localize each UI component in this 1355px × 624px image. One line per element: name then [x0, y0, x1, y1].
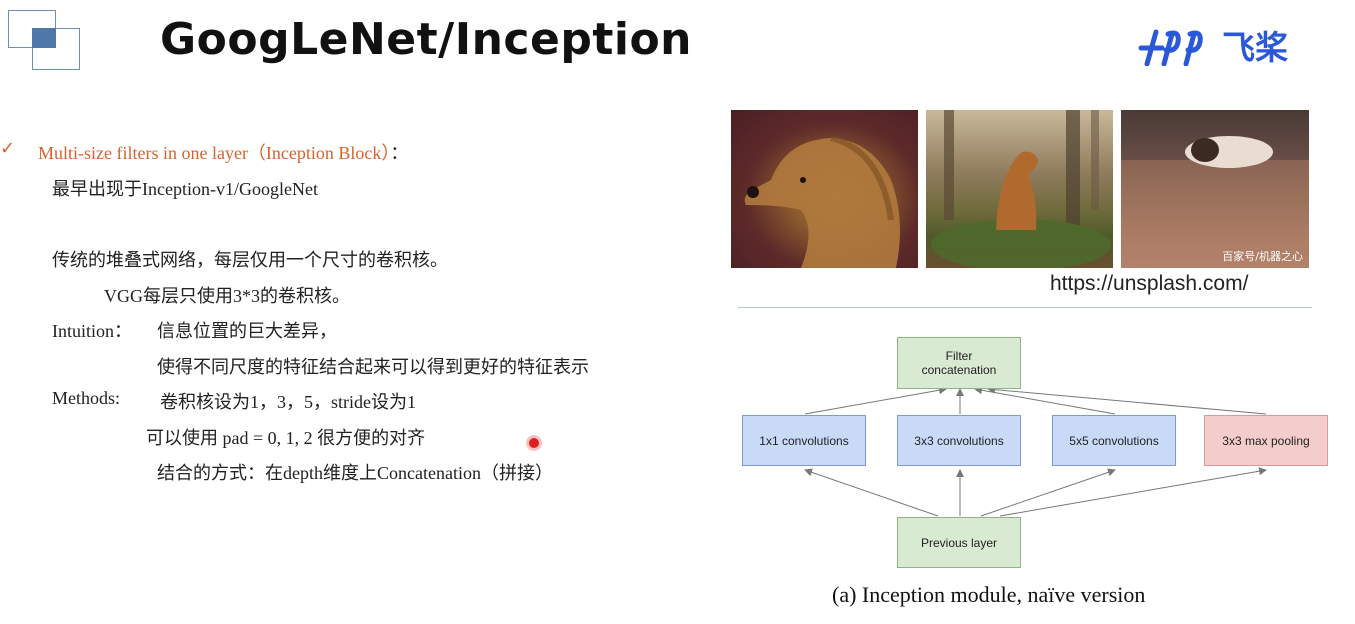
photo-dog-in-forest [926, 110, 1113, 268]
previous-layer-box: Previous layer [897, 517, 1021, 568]
bullet-heading-text: Multi-size filters in one layer（Inceptio… [38, 143, 391, 163]
image-source-url: https://unsplash.com/ [1050, 272, 1249, 295]
arrow-5x5-to-concat [974, 386, 1116, 415]
methods-line-3: 结合的方式：在depth维度上Concatenation（拼接） [157, 463, 553, 483]
diagram-caption: (a) Inception module, naïve version [832, 582, 1146, 607]
decor-square-fill [32, 28, 56, 48]
intuition-line-1: 信息位置的巨大差异， [157, 321, 337, 341]
image-watermark: 百家号/机器之心 [1222, 250, 1303, 263]
conv-5x5-box: 5x5 convolutions [1052, 415, 1176, 466]
section-divider [738, 307, 1312, 308]
previous-layer-label: Previous layer [920, 535, 998, 550]
paddle-logo-icon [1138, 29, 1203, 66]
bullet-heading: Multi-size filters in one layer（Inceptio… [38, 139, 408, 165]
filter-concatenation-box: Filter concatenation [897, 337, 1021, 389]
laser-pointer-dot [529, 438, 539, 448]
arrow-pool-to-concat [987, 385, 1267, 415]
conv-5x5-label: 5x5 convolutions [1069, 433, 1159, 448]
checkmark-icon: ✓ [0, 138, 16, 159]
arrow-prev-to-5x5 [980, 468, 1116, 517]
text-line-1: 最早出现于Inception-v1/GoogleNet [52, 179, 318, 199]
conv-1x1-label: 1x1 convolutions [759, 433, 849, 448]
slide-title: GoogLeNet/Inception [160, 14, 692, 65]
arrow-prev-to-pool [999, 467, 1267, 517]
arrow-prev-to-1x1 [804, 468, 939, 517]
logo-text: 飞桨 [1222, 28, 1288, 67]
max-pool-box: 3x3 max pooling [1204, 415, 1328, 466]
max-pool-label: 3x3 max pooling [1222, 433, 1310, 448]
text-line-2: 传统的堆叠式网络，每层仅用一个尺寸的卷积核。 [52, 250, 448, 270]
conv-3x3-label: 3x3 convolutions [914, 433, 1004, 448]
intuition-line-2: 使得不同尺度的特征结合起来可以得到更好的特征表示 [157, 357, 589, 377]
conv-1x1-box: 1x1 convolutions [742, 415, 866, 466]
methods-line-1: 卷积核设为1，3，5，stride设为1 [160, 392, 416, 412]
arrow-1x1-to-concat [804, 386, 947, 415]
bullet-heading-colon: ： [390, 143, 409, 163]
filter-concatenation-label: Filter concatenation [921, 349, 997, 377]
decor-square-outline-2 [32, 28, 80, 70]
pug-icon [1121, 136, 1309, 268]
methods-line-2: 可以使用 pad = 0, 1, 2 很方便的对齐 [146, 428, 426, 448]
dog-silhouette-icon [744, 135, 900, 268]
methods-label: Methods: [52, 388, 121, 408]
conv-3x3-box: 3x3 convolutions [897, 415, 1021, 466]
photo-golden-retriever [731, 110, 918, 268]
photo-pug-on-floor: 百家号/机器之心 [1121, 110, 1309, 268]
intuition-label: Intuition： [52, 321, 132, 341]
forest-dog-icon [931, 110, 1111, 268]
text-line-3: VGG每层只使用3*3的卷积核。 [104, 286, 350, 306]
inception-diagram-arrows [804, 385, 1267, 517]
paddle-logo: 飞桨 [1138, 20, 1288, 70]
